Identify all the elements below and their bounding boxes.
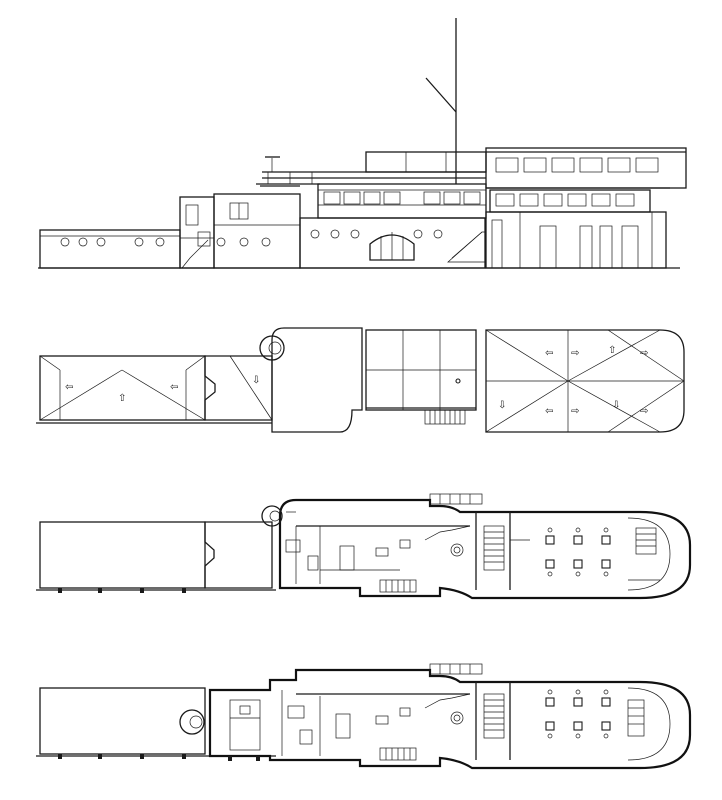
svg-text:⇦: ⇦ bbox=[65, 382, 73, 393]
svg-text:⇩: ⇩ bbox=[498, 400, 506, 411]
svg-text:⇨: ⇨ bbox=[571, 406, 579, 417]
elevation-rear-section bbox=[39, 229, 181, 269]
elevation-main-hull bbox=[299, 217, 487, 269]
roof-plan-main-roof bbox=[259, 327, 363, 433]
svg-text:⇧: ⇧ bbox=[608, 345, 616, 356]
roof-plan: ⇦ ⇧ ⇦ ⇩ bbox=[36, 327, 685, 433]
lower-plan-hull bbox=[179, 663, 692, 770]
upper-plan-tables bbox=[545, 527, 611, 577]
upper-plan-rear-deck bbox=[36, 521, 276, 593]
roof-plan-forward-roof: ⇦ ⇨ ⇧ ⇨ ⇩ ⇦ ⇨ ⇩ ⇨ bbox=[485, 329, 685, 433]
svg-text:⇨: ⇨ bbox=[571, 348, 579, 359]
elevation-stair-block bbox=[179, 196, 215, 269]
roof-plan-glass-grid bbox=[365, 329, 477, 425]
roof-plan-rear-deck: ⇦ ⇧ ⇦ bbox=[36, 355, 272, 424]
svg-text:⇦: ⇦ bbox=[545, 406, 553, 417]
roof-plan-hex-bay: ⇩ bbox=[204, 355, 273, 421]
svg-text:⇧: ⇧ bbox=[118, 393, 126, 404]
upper-floor-plan bbox=[36, 493, 692, 600]
svg-text:⇩: ⇩ bbox=[252, 375, 260, 386]
elevation-railing bbox=[256, 151, 487, 185]
upper-plan-hull bbox=[261, 493, 692, 600]
lower-plan-tables bbox=[545, 689, 611, 739]
svg-text:⇦: ⇦ bbox=[545, 348, 553, 359]
svg-text:⇩: ⇩ bbox=[612, 400, 620, 411]
elevation-deck-cabin bbox=[317, 183, 487, 219]
side-elevation bbox=[38, 18, 687, 269]
elevation-mast bbox=[265, 18, 457, 184]
lower-floor-plan bbox=[36, 663, 692, 770]
upper-plan-stair-and-dining bbox=[475, 512, 671, 591]
svg-text:⇨: ⇨ bbox=[640, 348, 648, 359]
elevation-forward-pavilion bbox=[485, 147, 687, 269]
elevation-middle-block bbox=[213, 185, 301, 269]
lower-plan-stair-and-dining bbox=[475, 682, 671, 761]
svg-text:⇨: ⇨ bbox=[640, 406, 648, 417]
lower-plan-rear-deck bbox=[36, 687, 276, 759]
svg-text:⇦: ⇦ bbox=[170, 382, 178, 393]
